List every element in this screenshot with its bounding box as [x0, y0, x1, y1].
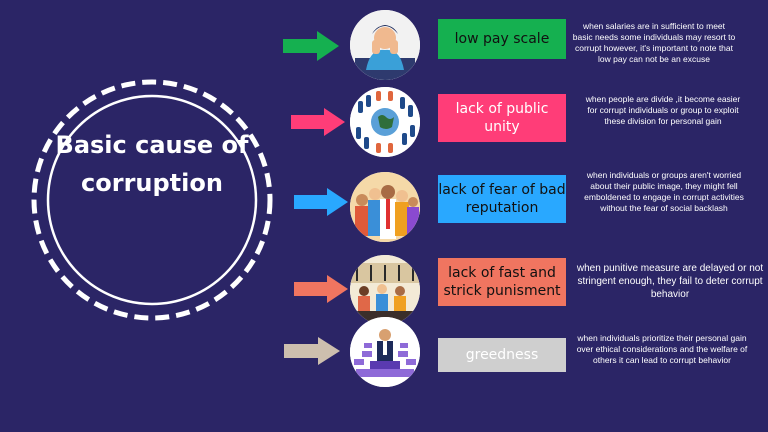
page-title: Basic cause of corruption — [55, 131, 249, 197]
cause-label-bad-reputation: lack of fear of bad reputation — [438, 175, 566, 223]
title-circle — [30, 78, 274, 322]
cause-label-punishment: lack of fast and strick punisment — [438, 258, 566, 306]
stressed-worker-photo — [350, 10, 420, 80]
money-man-photo — [350, 317, 420, 387]
cause-description-public-unity: when people are divide ,it become easier… — [585, 94, 741, 126]
divided-crowd-photo — [350, 87, 420, 157]
cause-description-bad-reputation: when individuals or groups aren't worrie… — [584, 170, 744, 213]
arrow-right-icon — [291, 108, 345, 136]
cause-description-low-pay: when salaries are in sufficient to meet … — [572, 21, 736, 64]
cause-label-low-pay: low pay scale — [438, 19, 566, 59]
arrow-right-icon — [284, 337, 340, 365]
cause-description-punishment: when punitive measure are delayed or not… — [576, 263, 764, 300]
circle-frame-icon — [31, 79, 273, 321]
arrow-right-icon — [294, 188, 348, 216]
arrow-right-icon — [294, 275, 348, 303]
classroom-photo — [350, 255, 420, 325]
crowd-photo — [350, 172, 420, 242]
arrow-right-icon — [283, 31, 339, 61]
cause-label-public-unity: lack of public unity — [438, 94, 566, 142]
cause-label-greedness: greedness — [438, 338, 566, 372]
cause-description-greedness: when individuals prioritize their person… — [576, 333, 748, 365]
